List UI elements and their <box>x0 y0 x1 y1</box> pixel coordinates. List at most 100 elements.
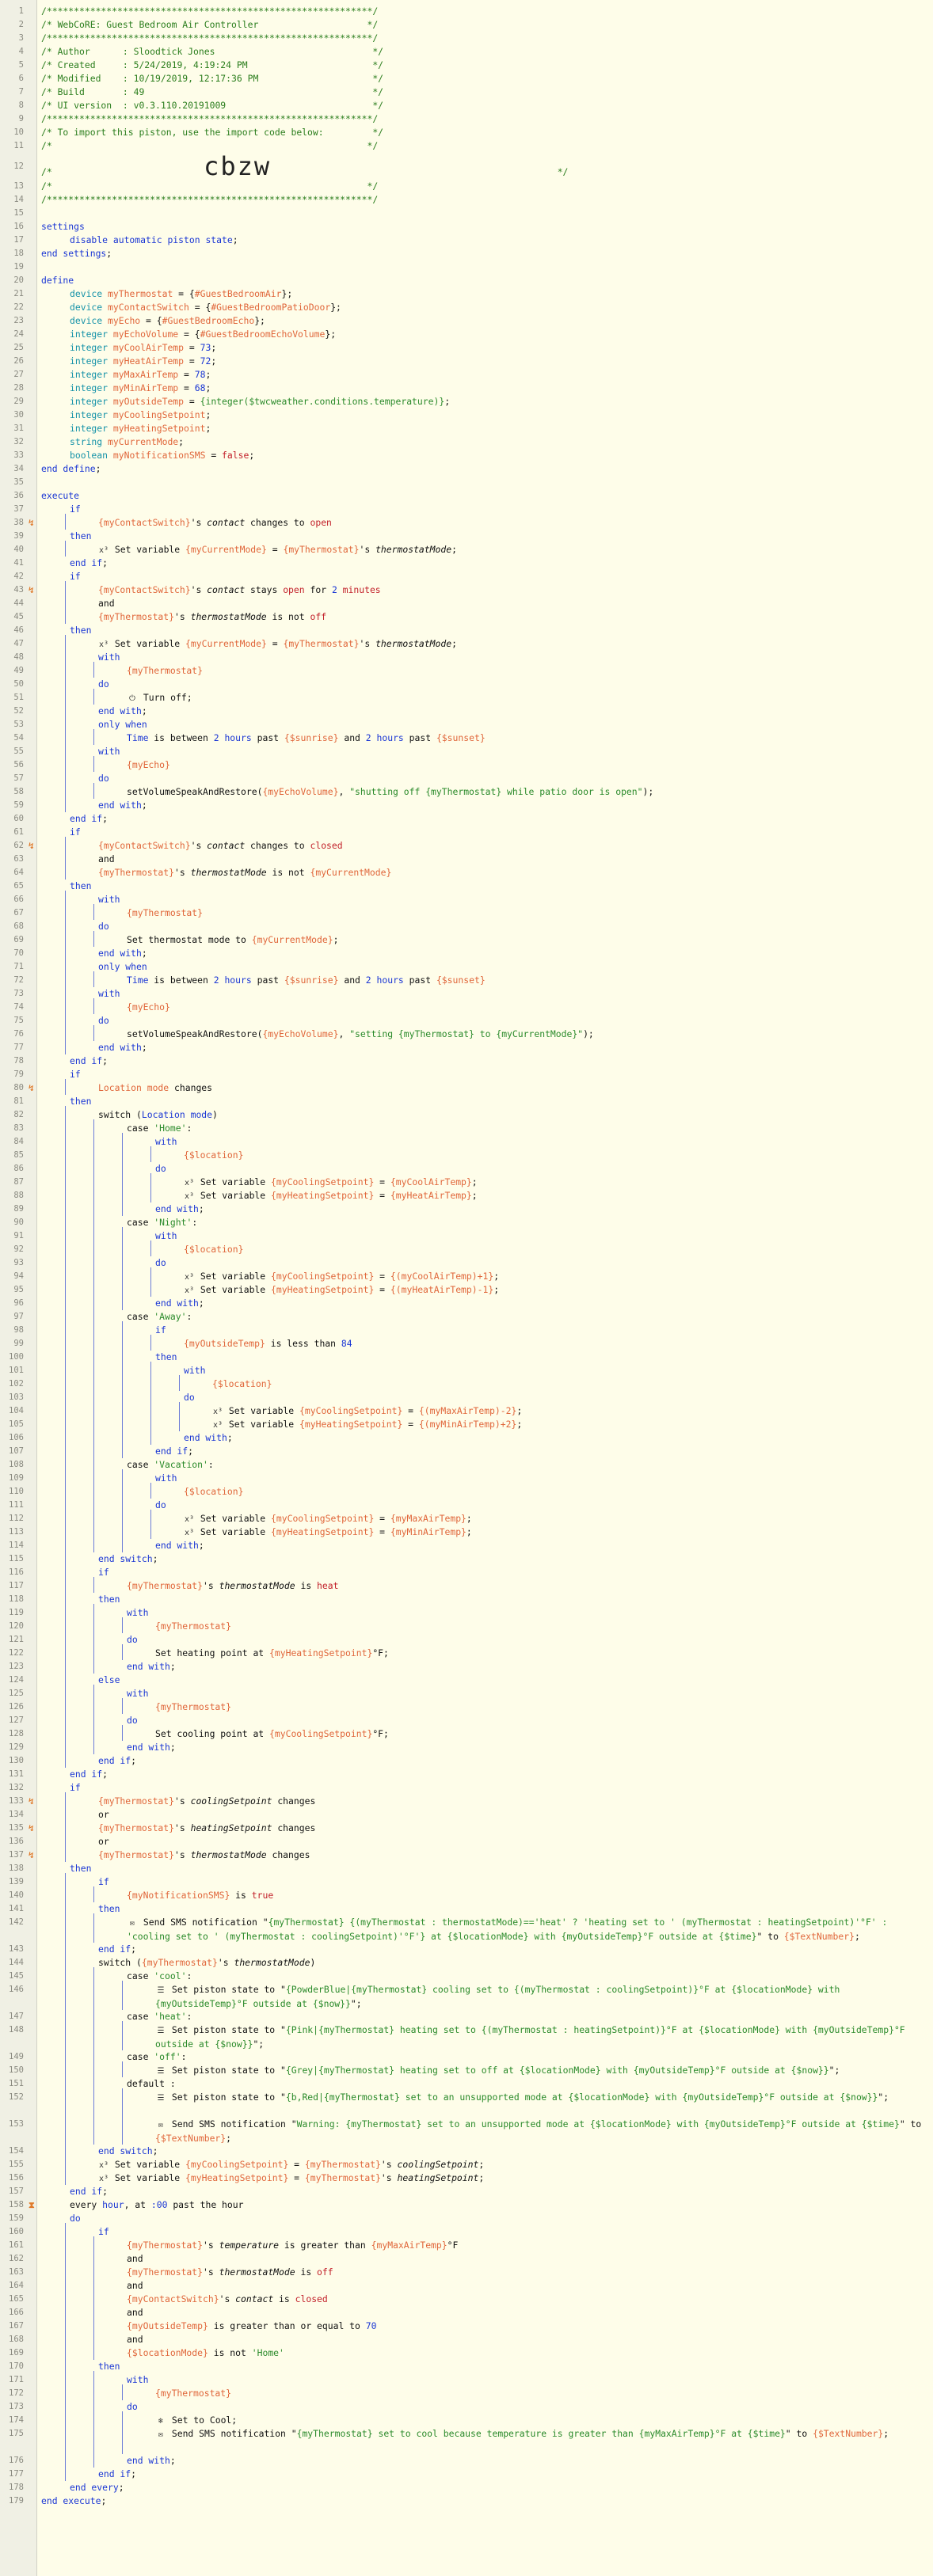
block-guide <box>122 1321 123 1458</box>
code-token: {myHeatingSetpoint} <box>269 1647 373 1658</box>
code-token: integer <box>70 355 113 367</box>
code-token: ; <box>152 2145 158 2156</box>
code-token: , <box>338 786 350 797</box>
code-token: Set variable <box>200 1190 272 1201</box>
code-line: 15 <box>0 207 933 220</box>
code-text: and <box>127 2279 925 2293</box>
code-token: end if <box>70 1769 103 1780</box>
code-token: /* Modified : 10/19/2019, 12:17:36 PM */ <box>41 73 384 84</box>
code-token: ; <box>883 2428 889 2439</box>
block-guide <box>65 891 66 1054</box>
line-number: 2 <box>18 20 24 29</box>
code-token: changes to <box>245 517 310 528</box>
code-text: do <box>98 1014 925 1028</box>
code-text: end define; <box>41 462 925 476</box>
line-number: 12 <box>13 161 24 171</box>
code-token: = <box>374 1176 390 1187</box>
code-text: only when <box>98 718 925 731</box>
line-number: 95 <box>13 1285 24 1294</box>
code-token: myCoolingSetpoint <box>112 409 206 420</box>
code-token: ; <box>205 409 211 420</box>
code-token: Set heating point at <box>155 1647 270 1658</box>
code-token: with <box>98 988 120 999</box>
line-number: 129 <box>9 1742 24 1752</box>
code-token: */ <box>557 166 569 177</box>
code-token: ; <box>106 248 112 259</box>
code-text: end if; <box>70 2185 925 2198</box>
code-token: 's <box>359 544 376 555</box>
line-number: 117 <box>9 1581 24 1590</box>
code-token: {myThermostat} <box>304 2159 381 2170</box>
code-token: if <box>98 2226 109 2237</box>
line-number: 22 <box>13 302 24 312</box>
code-token: 72 <box>200 355 211 367</box>
code-text: end if; <box>70 557 925 570</box>
variable-x-icon: x³ <box>184 1192 195 1201</box>
code-token: : <box>181 2051 187 2062</box>
block-guide <box>122 1133 123 1216</box>
code-text: device myEcho = {#GuestBedroomEcho}; <box>70 314 925 328</box>
code-token: ; <box>102 1055 109 1066</box>
code-token: ; <box>471 1176 478 1187</box>
line-number: 144 <box>9 1958 24 1967</box>
code-token: ; <box>152 1553 158 1564</box>
code-token: 's <box>380 2172 398 2183</box>
code-line: 11/* */ <box>0 139 933 153</box>
code-line: 152☰ Set piston state to "{b,Red|{myTher… <box>0 2091 933 2118</box>
code-line: 1/**************************************… <box>0 5 933 18</box>
code-token: = { <box>140 315 162 326</box>
line-number: 27 <box>13 370 24 379</box>
code-text: with <box>155 1472 925 1485</box>
line-number: 124 <box>9 1675 24 1685</box>
code-token: end with <box>98 948 142 959</box>
code-text: and <box>98 853 925 866</box>
code-token: open <box>283 584 305 595</box>
block-guide <box>122 1725 123 1741</box>
code-token: Set variable <box>114 638 186 649</box>
code-text: do <box>155 1162 925 1176</box>
code-token: Set variable <box>200 1284 272 1295</box>
line-number: 148 <box>9 2025 24 2035</box>
code-text: only when <box>98 960 925 974</box>
code-token: switch ( <box>98 1957 142 1968</box>
code-token: ; <box>478 2172 485 2183</box>
line-number: 128 <box>9 1729 24 1738</box>
code-token: {myContactSwitch} <box>127 2293 219 2304</box>
line-number: 8 <box>18 101 24 110</box>
code-token: {$sunrise} <box>284 732 339 743</box>
code-token: {$TextNumber} <box>783 1931 855 1942</box>
code-token: Set piston state to " <box>171 2024 286 2035</box>
code-token: = { <box>173 288 195 299</box>
code-text: integer myCoolingSetpoint; <box>70 408 925 422</box>
code-token: ; <box>451 544 457 555</box>
code-text: /***************************************… <box>41 32 925 45</box>
code-text: setVolumeSpeakAndRestore({myEchoVolume},… <box>127 1028 925 1041</box>
code-token: Set variable <box>114 2172 186 2183</box>
code-text: x³ Set variable {myCoolingSetpoint} = {(… <box>212 1404 925 1419</box>
line-number: 4 <box>18 47 24 56</box>
code-text: execute <box>41 489 925 503</box>
code-token: 's <box>203 2240 219 2251</box>
code-token: heat <box>317 1580 339 1591</box>
code-text: /* */ <box>41 139 925 153</box>
code-token: /* To import this piston, use the import… <box>41 127 384 138</box>
code-line: 13/* */ <box>0 180 933 193</box>
line-number: 159 <box>9 2213 24 2223</box>
line-number: 19 <box>13 262 24 272</box>
code-token: = <box>184 342 200 353</box>
code-token: ; <box>141 1042 147 1053</box>
code-token: ; <box>131 1943 137 1955</box>
code-token: ; <box>131 1755 137 1766</box>
line-number: 109 <box>9 1473 24 1483</box>
block-guide <box>93 756 94 772</box>
line-number: 85 <box>13 1150 24 1160</box>
